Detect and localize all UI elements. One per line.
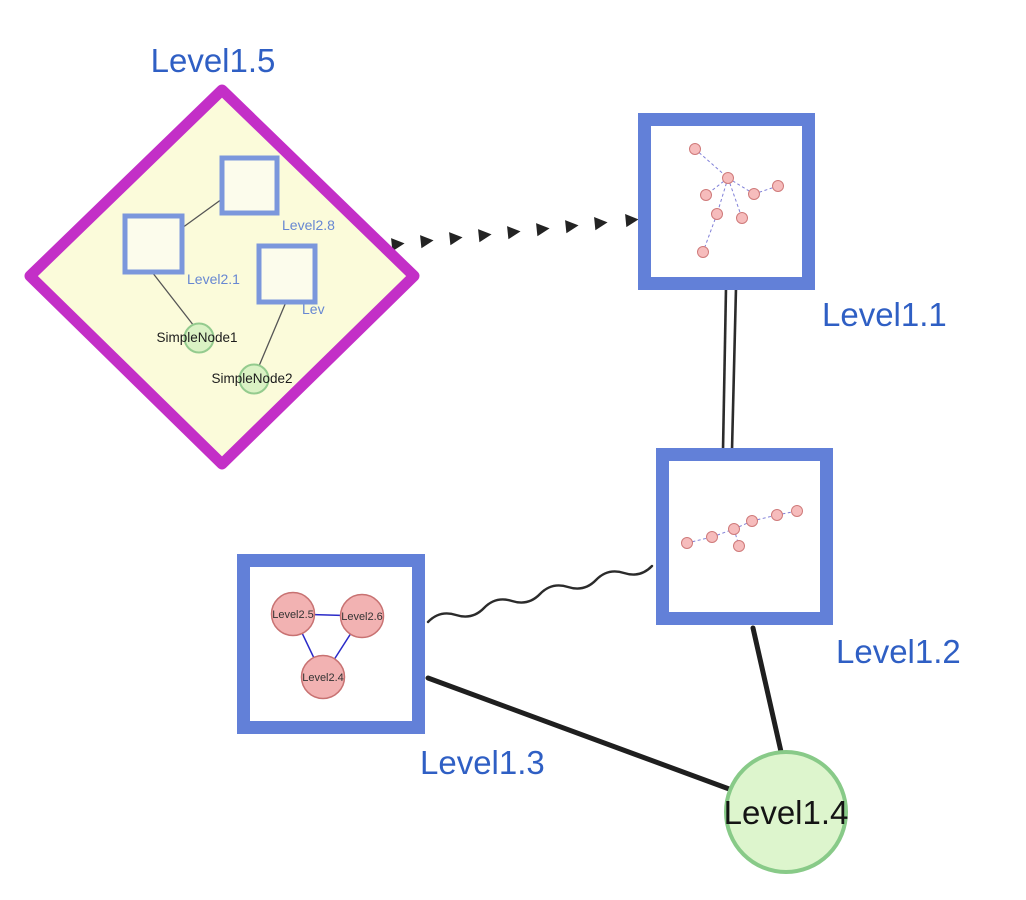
top-level-edges (391, 214, 785, 796)
mini-node[interactable] (697, 246, 709, 258)
edge-group-right-simplenode2[interactable] (258, 301, 287, 367)
top-level-labels: Level1.5 Level1.1 Level1.2 Level1.3 (151, 42, 961, 781)
edge-level11-level12[interactable] (721, 287, 738, 451)
level12-mini-graph-nodes (681, 505, 803, 552)
mini-node[interactable] (772, 180, 784, 192)
mini-node[interactable] (728, 523, 740, 535)
edge-group-left-group-top[interactable] (181, 198, 223, 229)
edge-level15-level11[interactable] (391, 214, 639, 252)
level15-diamond-shape[interactable] (24, 84, 420, 470)
node-level14-circle: Level1.4 (724, 750, 849, 874)
level21-group-node[interactable] (122, 213, 185, 275)
mini-node[interactable] (711, 208, 723, 220)
edge-level12-level14[interactable] (750, 625, 785, 759)
mini-node[interactable] (771, 509, 783, 521)
mini-node[interactable] (748, 188, 760, 200)
mini-node[interactable] (733, 540, 745, 552)
mini-node[interactable] (736, 212, 748, 224)
edge-level12-level13[interactable] (426, 564, 654, 624)
simplenode2-node[interactable] (238, 363, 270, 395)
level2x-label: Lev (302, 301, 325, 317)
node-level15-diamond: Level2.8 Level2.1 Lev SimpleNode1 Simple… (24, 84, 420, 470)
level26-node[interactable] (339, 593, 385, 639)
level25-node[interactable] (270, 591, 316, 637)
level14-label: Level1.4 (724, 794, 849, 831)
level21-label: Level2.1 (187, 271, 240, 287)
node-level12-square (656, 448, 833, 625)
mini-node[interactable] (791, 505, 803, 517)
level13-square-shape[interactable] (237, 554, 425, 734)
edge-level13-level14[interactable] (425, 675, 743, 796)
level2x-group-node[interactable] (256, 243, 318, 305)
node-level11-square (638, 113, 815, 290)
level28-label: Level2.8 (282, 217, 335, 233)
level12-square-shape[interactable] (656, 448, 833, 625)
mini-node[interactable] (700, 189, 712, 201)
level11-label: Level1.1 (822, 296, 947, 333)
mini-node[interactable] (689, 143, 701, 155)
edge-group-left-simplenode1[interactable] (151, 271, 195, 327)
simplenode1-label: SimpleNode1 (156, 330, 237, 345)
level24-node[interactable] (300, 654, 346, 700)
level11-square-shape[interactable] (638, 113, 815, 290)
simplenode2-label: SimpleNode2 (211, 371, 292, 386)
level12-label: Level1.2 (836, 633, 961, 670)
node-level13-square: Level2.5 Level2.6 Level2.4 (237, 554, 425, 734)
level26-label: Level2.6 (341, 611, 383, 623)
mini-node[interactable] (746, 515, 758, 527)
level11-mini-graph-nodes (689, 143, 784, 258)
mini-node[interactable] (722, 172, 734, 184)
level13-label: Level1.3 (420, 744, 545, 781)
mini-node[interactable] (681, 537, 693, 549)
level24-label: Level2.4 (302, 672, 344, 684)
level28-group-node[interactable] (219, 155, 280, 216)
simplenode1-node[interactable] (183, 322, 215, 354)
level15-label: Level1.5 (151, 42, 276, 79)
level14-circle-shape[interactable] (724, 750, 848, 874)
level25-label: Level2.5 (272, 609, 314, 621)
mini-node[interactable] (706, 531, 718, 543)
